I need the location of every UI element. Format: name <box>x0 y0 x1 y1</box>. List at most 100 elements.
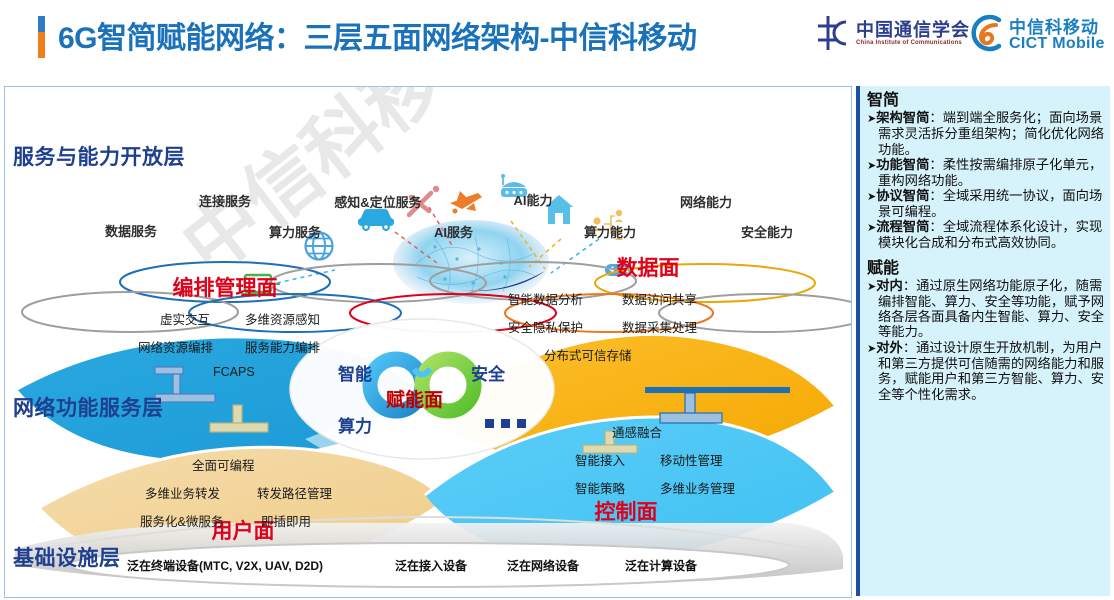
bullet-arrow-icon: ➤ <box>867 222 877 235</box>
bubble-computing-capability: 算力能力 <box>583 225 636 240</box>
text: ：柔性按需编排原子化单元，重构网络功能。 <box>878 156 1103 188</box>
airplane-icon <box>450 191 482 214</box>
plane-title-user: 用户面 <box>211 520 275 543</box>
text: ：全域流程体系化设计，实现模块化合成和分布式高效协同。 <box>878 219 1103 251</box>
infra-item-computing: 泛在计算设备 <box>625 559 698 573</box>
logo-cict-mobile: 中信科移动 CICT Mobile <box>963 8 1113 60</box>
satellite-dish-icon <box>406 185 440 218</box>
control-item-4: 智能策略 <box>575 482 626 496</box>
orchestration-item-3: 网络资源编排 <box>138 341 214 355</box>
user-item-1: 全面可编程 <box>192 459 255 473</box>
bullet-arrow-icon: ➤ <box>867 280 877 293</box>
control-item-3: 移动性管理 <box>660 454 723 468</box>
term: 协议智简 <box>876 188 930 204</box>
control-item-1: 通感融合 <box>612 426 663 440</box>
infra-item-network: 泛在网络设备 <box>507 559 580 573</box>
bullet-arrow-icon: ➤ <box>867 342 877 355</box>
data-item-2: 数据访问共享 <box>622 293 698 307</box>
globe-icon <box>304 231 334 261</box>
text: ：端到端全服务化；面向场景需求灵活拆分重组架构；简化优化网络功能。 <box>878 110 1105 157</box>
data-item-5: 分布式可信存储 <box>544 349 632 363</box>
bubble-sensing-positioning-service: 感知&定位服务 <box>334 195 422 210</box>
title-accent-bar <box>38 16 45 58</box>
sidebar-item-external: ➤对外：通过设计原生开放机制，为用户和第三方提供可信随需的网络能力和服务，赋能用… <box>867 340 1105 402</box>
bubble-computing-service: 算力服务 <box>268 225 321 240</box>
plane-title-control: 控制面 <box>594 501 658 524</box>
plane-title-data: 数据面 <box>616 257 680 280</box>
architecture-diagram: 中信科移动 服务与能力开放层 网络功能服务层 基础设施层 连接服务 感知&定位服… <box>4 86 852 598</box>
cict-mark-icon <box>971 14 1002 52</box>
brain-network-icon <box>393 220 549 304</box>
user-item-5: 即插即用 <box>261 515 312 529</box>
core-word-intelligence: 智能 <box>338 365 372 384</box>
house-icon <box>545 195 573 224</box>
diagram-graphics <box>14 174 851 588</box>
user-item-2: 多维业务转发 <box>145 487 221 501</box>
sidebar-heading-zhijian: 智简 <box>867 92 900 109</box>
infrastructure-base-shape <box>14 515 844 588</box>
user-item-4: 服务化&微服务 <box>140 515 224 529</box>
car-icon <box>358 209 394 231</box>
cic-logo-cn: 中国通信学会 <box>856 20 970 40</box>
pillar-left-blue <box>154 366 216 403</box>
sidebar-item-architecture: ➤架构智简：端到端全服务化；面向场景需求灵活拆分重组架构；简化优化网络功能。 <box>867 110 1105 157</box>
pillar-right-tan <box>582 430 638 454</box>
bullet-arrow-icon: ➤ <box>867 113 877 126</box>
bullet-arrow-icon: ➤ <box>867 191 877 204</box>
term: 架构智简 <box>876 110 930 126</box>
cic-mark-icon <box>818 16 847 50</box>
plane-title-orchestration: 编排管理面 <box>172 277 278 300</box>
data-item-3: 安全隐私保护 <box>508 321 584 335</box>
orchestration-item-2: 多维资源感知 <box>245 313 321 327</box>
term: 对内 <box>876 277 903 293</box>
orchestration-item-5: FCAPS <box>213 365 255 379</box>
sidebar-item-internal: ➤对内：通过原生网络功能原子化，随需编排智能、算力、安全等功能，赋予网络各层各面… <box>867 278 1105 340</box>
core-word-security: 安全 <box>471 365 505 384</box>
layer-label-network-function: 网络功能服务层 <box>13 397 164 420</box>
cic-logo-en: China Institute of Communications <box>856 40 962 46</box>
sidebar-spacer <box>867 251 1105 258</box>
sidebar-item-process: ➤流程智简：全域流程体系化设计，实现模块化合成和分布式高效协同。 <box>867 219 1105 250</box>
infra-item-access: 泛在接入设备 <box>395 559 468 573</box>
term: 对外 <box>876 339 903 355</box>
layer-label-service-capability: 服务与能力开放层 <box>13 146 185 169</box>
infra-item-terminal: 泛在终端设备(MTC, V2X, UAV, D2D) <box>127 559 324 573</box>
bubble-ai-service: AI服务 <box>433 225 473 240</box>
description-sidebar: 智简 ➤架构智简：端到端全服务化；面向场景需求灵活拆分重组架构；简化优化网络功能… <box>856 86 1110 596</box>
bubble-connection-service: 连接服务 <box>198 194 251 209</box>
term: 流程智简 <box>876 219 930 235</box>
cict-logo-cn: 中信科移动 <box>1009 18 1099 37</box>
page-title: 6G智简赋能网络：三层五面网络架构-中信科移动 <box>58 22 697 55</box>
user-item-3: 转发路径管理 <box>257 487 333 501</box>
sidebar-item-protocol: ➤协议智简：全域采用统一协议，面向场景可编程。 <box>867 188 1105 219</box>
control-item-5: 多维业务管理 <box>660 482 736 496</box>
bubble-security-capability: 安全能力 <box>740 225 793 240</box>
cict-logo-en: CICT Mobile <box>1009 35 1105 52</box>
sidebar-heading-funeng: 赋能 <box>867 259 900 277</box>
core-word-computing: 算力 <box>338 417 372 436</box>
text: ：全域采用统一协议，面向场景可编程。 <box>878 188 1103 219</box>
bubble-data-service: 数据服务 <box>104 224 157 239</box>
pillar-right-blue <box>645 387 790 424</box>
pillar-left-tan <box>209 404 269 433</box>
bubble-network-capability: 网络能力 <box>679 195 732 210</box>
layer-label-infrastructure: 基础设施层 <box>13 547 121 570</box>
text: ：通过原生网络功能原子化，随需编排智能、算力、安全等功能，赋予网络各层各面具备内… <box>878 277 1105 340</box>
orchestration-item-4: 服务能力编排 <box>245 341 321 355</box>
sidebar-item-function: ➤功能智简：柔性按需编排原子化单元，重构网络功能。 <box>867 157 1105 188</box>
ellipsis-dots-icon <box>485 419 526 428</box>
data-item-1: 智能数据分析 <box>508 293 584 307</box>
term: 功能智简 <box>876 156 930 172</box>
logo-china-institute-of-communications: 中国通信学会 China Institute of Communications <box>812 10 977 58</box>
page-header: 6G智简赋能网络：三层五面网络架构-中信科移动 中国通信学会 China Ins… <box>0 0 1114 74</box>
infinity-icon <box>362 351 482 419</box>
plane-title-enabling: 赋能面 <box>386 390 444 411</box>
satellite-icon <box>501 174 527 197</box>
bullet-arrow-icon: ➤ <box>867 159 877 172</box>
data-item-4: 数据采集处理 <box>622 321 698 335</box>
text: ：通过设计原生开放机制，为用户和第三方提供可信随需的网络能力和服务，赋能用户和第… <box>878 339 1105 402</box>
control-item-2: 智能接入 <box>575 454 626 468</box>
bubble-ai-capability: AI能力 <box>513 193 553 208</box>
orchestration-item-1: 虚实交互 <box>160 313 211 327</box>
users-network-icon <box>592 209 623 240</box>
